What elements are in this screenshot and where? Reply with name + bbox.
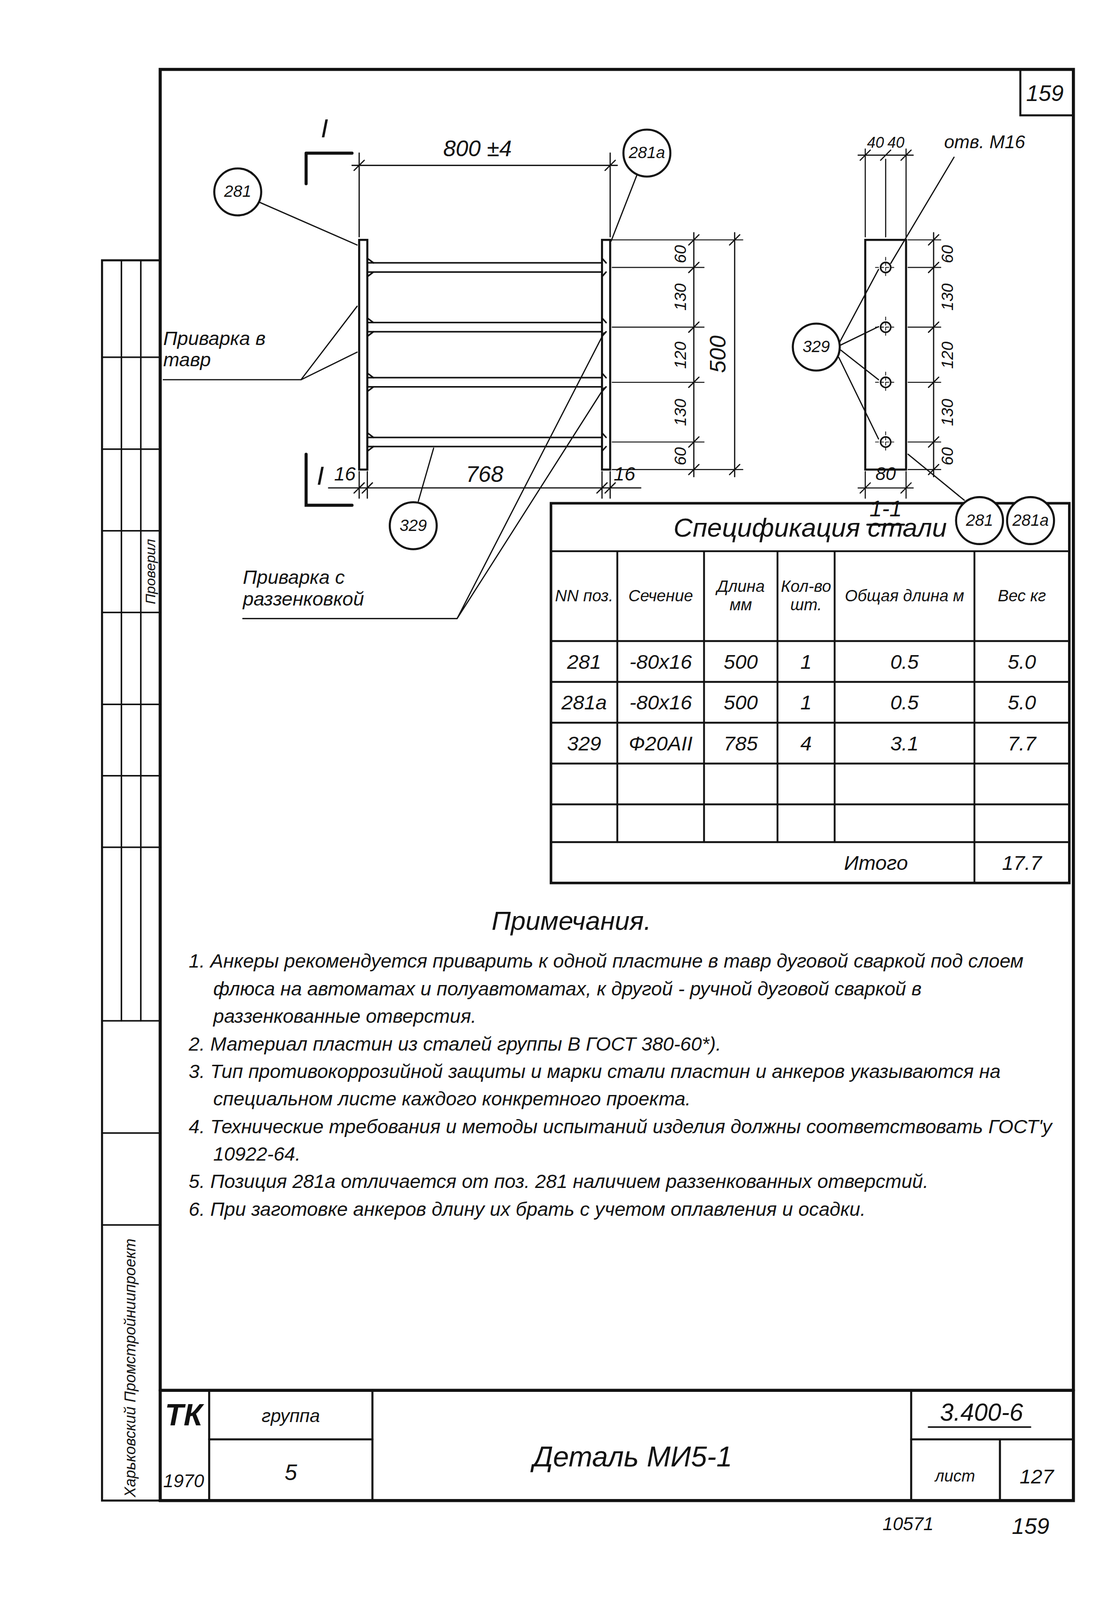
callout-circle: 281а xyxy=(622,128,672,178)
table-cell: 0.5 xyxy=(834,640,975,682)
table-header: Вес кг xyxy=(974,551,1070,641)
callout-circle: 281 xyxy=(213,167,263,217)
note-text: 4. Технические требования и методы испыт… xyxy=(188,1111,1067,1168)
drawing-title: Деталь МИ5-1 xyxy=(533,1441,733,1473)
table-cell: 5.0 xyxy=(974,640,1070,682)
dimension: 130 xyxy=(938,398,957,426)
title-field: 5 xyxy=(284,1460,297,1485)
note-text: 1. Анкеры рекомендуется приварить к одно… xyxy=(188,946,1067,1030)
table-cell: 0.5 xyxy=(834,681,975,723)
year: 1970 xyxy=(163,1471,205,1492)
dimension: 120 xyxy=(938,341,957,369)
sheet-number: 159 xyxy=(1011,1513,1050,1539)
table-cell: 1 xyxy=(777,640,835,682)
table-cell: 329 xyxy=(551,722,618,764)
table-header: Кол-во шт. xyxy=(777,551,835,641)
table-cell: 281 xyxy=(551,640,618,682)
table-cell: -80x16 xyxy=(617,681,704,723)
table-cell: 5.0 xyxy=(974,681,1070,723)
dimension: 60 xyxy=(938,244,957,263)
callout-number: 281а xyxy=(1012,511,1049,530)
table-cell: 17.7 xyxy=(974,841,1070,883)
archive-number: 10571 xyxy=(882,1514,934,1535)
notes-block: 1. Анкеры рекомендуется приварить к одно… xyxy=(188,946,1067,1223)
table-cell: 1 xyxy=(777,681,835,723)
section-mark: I xyxy=(320,114,329,144)
weld-note: Приварка в тавр xyxy=(163,328,301,371)
callout-number: 329 xyxy=(399,516,427,535)
callout-number: 281 xyxy=(965,511,994,530)
sheet-number: 159 xyxy=(1026,81,1064,107)
callout-circle: 329 xyxy=(388,501,438,551)
table-header: NN поз. xyxy=(551,551,618,641)
note-text: 2. Материал пластин из сталей группы В Г… xyxy=(188,1029,1067,1057)
table-header: Длина мм xyxy=(703,551,778,641)
callout-circle: 329 xyxy=(791,322,841,372)
note-text: 6. При заготовке анкеров длину их брать … xyxy=(188,1194,1067,1223)
dimension: 800 ±4 xyxy=(443,136,512,162)
dimension: 60 xyxy=(671,244,690,263)
table-cell: 3.1 xyxy=(834,722,975,764)
callout-circle: 281 xyxy=(954,495,1004,545)
table-cell: 281а xyxy=(551,681,618,723)
note-text: 3. Тип противокоррозийной защиты и марки… xyxy=(188,1057,1067,1113)
note-text: 5. Позиция 281а отличается от поз. 281 н… xyxy=(188,1167,1067,1195)
table-cell: 785 xyxy=(703,722,778,764)
table-cell: 500 xyxy=(703,640,778,682)
organization-name: Харьковский Промстройниипроект xyxy=(122,1237,140,1497)
notes-heading: Примечания. xyxy=(491,905,652,936)
callout-circle: 281а xyxy=(1006,495,1056,545)
table-cell: Итого xyxy=(777,841,975,883)
dimension: 16 xyxy=(334,463,356,485)
dimension: 60 xyxy=(938,446,957,465)
dimension: 130 xyxy=(671,398,690,426)
title-field: лист xyxy=(935,1466,976,1485)
table-header: Общая длина м xyxy=(834,551,975,641)
table-title: Спецификация стали xyxy=(673,512,947,543)
table-cell: -80x16 xyxy=(617,640,704,682)
signature-field: Проверил xyxy=(142,538,159,604)
dimension: 40 xyxy=(867,134,885,152)
table-cell: 500 xyxy=(703,681,778,723)
callout-number: 329 xyxy=(802,337,830,357)
drawing-number: 3.400-6 xyxy=(940,1398,1024,1426)
dimension: 120 xyxy=(671,341,690,369)
hole-note: отв. М16 xyxy=(944,132,1026,153)
section-mark: I xyxy=(316,460,325,491)
table-cell: 4 xyxy=(777,722,835,764)
table-header: Сечение xyxy=(617,551,704,641)
dimension: 130 xyxy=(671,283,690,311)
dimension: 16 xyxy=(613,463,636,485)
dimension: 60 xyxy=(671,446,690,465)
callout-number: 281 xyxy=(224,182,252,201)
sheet-number: 127 xyxy=(1019,1464,1054,1488)
dimension: 500 xyxy=(705,335,731,373)
stamp-mark: ТК xyxy=(165,1397,203,1431)
dimension: 40 xyxy=(887,134,905,152)
dimension: 130 xyxy=(938,283,957,311)
weld-note: Приварка с раззенковкой xyxy=(242,567,458,610)
table-cell: 7.7 xyxy=(974,722,1070,764)
table-cell: Ф20АII xyxy=(617,722,704,764)
title-field: группа xyxy=(261,1406,321,1427)
callout-number: 281а xyxy=(628,143,666,163)
dimension: 80 xyxy=(875,464,896,485)
dimension: 768 xyxy=(466,462,504,487)
